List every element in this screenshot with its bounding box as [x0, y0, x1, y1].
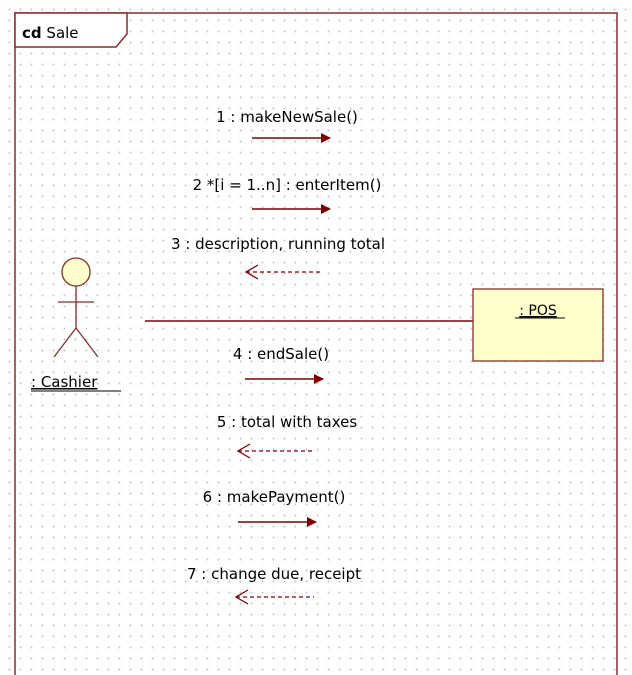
message-label: 4 : endSale()	[233, 345, 329, 363]
message-label: 5 : total with taxes	[217, 413, 358, 431]
message-label: 1 : makeNewSale()	[216, 108, 358, 126]
object-box	[472, 288, 604, 362]
object-label: : POS	[519, 303, 557, 319]
actor-cashier[interactable]: : Cashier	[31, 257, 121, 392]
message-arrow-return[interactable]	[234, 589, 314, 605]
actor-left-leg	[53, 327, 77, 358]
object-pos[interactable]: : POS	[472, 288, 604, 362]
frame-heading-box	[14, 12, 128, 48]
message-label: 7 : change due, receipt	[187, 565, 361, 583]
frame-heading: cd Sale	[22, 24, 79, 42]
message-arrow-return[interactable]	[244, 264, 322, 280]
message-label: 3 : description, running total	[171, 235, 385, 253]
actor-right-leg	[75, 327, 99, 358]
actor-label: : Cashier	[31, 373, 98, 391]
message-arrow-return[interactable]	[236, 443, 314, 459]
message-label: 6 : makePayment()	[203, 488, 346, 506]
message-label: 2 *[i = 1..n] : enterItem()	[193, 176, 382, 194]
frame-border	[14, 12, 618, 675]
actor-head	[61, 257, 91, 287]
